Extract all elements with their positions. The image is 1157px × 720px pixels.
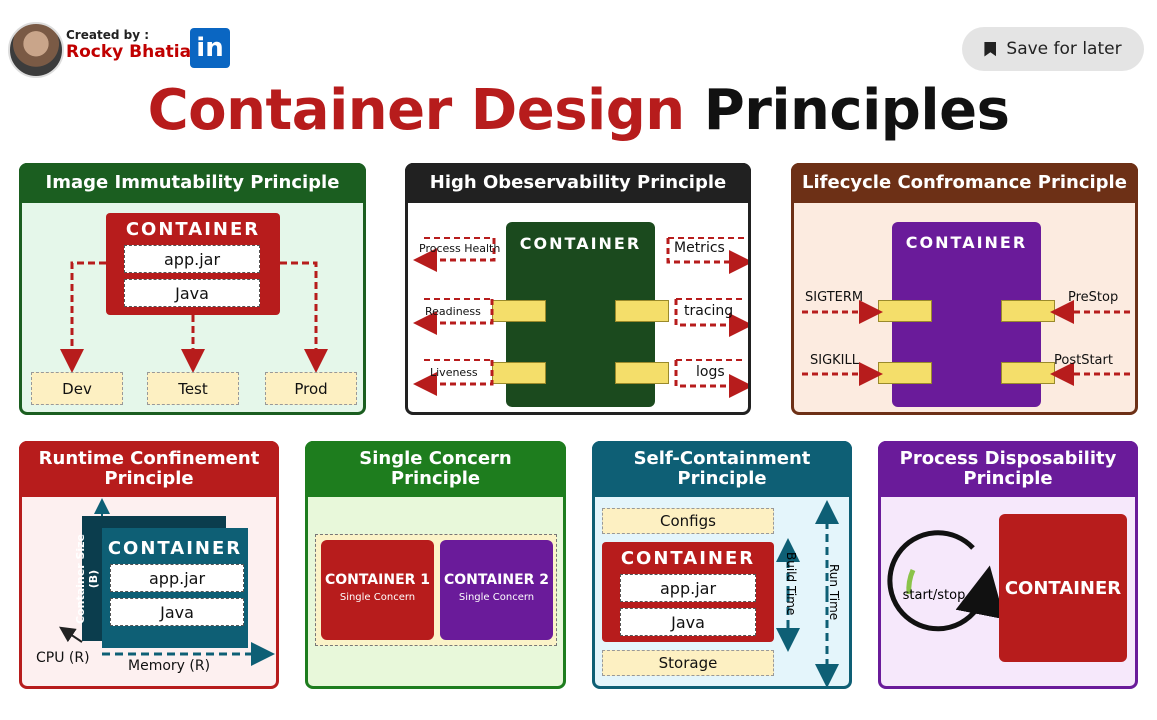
storage-box: Storage (602, 650, 774, 676)
env-test: Test (147, 372, 239, 405)
card-title: Runtime Confinement Principle (19, 441, 279, 497)
label-sigterm: SIGTERM (805, 290, 864, 305)
deploy-arrows (60, 261, 328, 373)
linkedin-icon[interactable]: in (190, 28, 230, 68)
container-2-sub: Single Concern (458, 592, 535, 603)
created-by-label: Created by : (66, 28, 149, 42)
build-time-label: Build Time (784, 552, 798, 615)
layer-java: Java (620, 608, 756, 636)
layer-app-jar: app.jar (124, 245, 260, 273)
save-for-later-label: Save for later (1006, 39, 1122, 59)
label-memory: Memory (R) (128, 658, 211, 674)
card-title: Process Disposability Principle (878, 441, 1138, 497)
container-2-label: CONTAINER 2 (443, 572, 550, 588)
port-right-logs (615, 362, 669, 384)
container-label: CONTAINER (519, 234, 642, 253)
time-arrows (776, 500, 839, 686)
port-right-tracing (615, 300, 669, 322)
bookmark-icon (984, 41, 997, 57)
label-metrics: Metrics (674, 240, 725, 256)
label-prestop: PreStop (1068, 290, 1119, 305)
env-prod: Prod (265, 372, 357, 405)
label-liveness: Liveness (430, 366, 478, 379)
card-high-observability: High Obeservability Principle CONTAINER … (405, 163, 751, 415)
label-poststart: PostStart (1054, 353, 1113, 368)
container-1-sub: Single Concern (339, 592, 416, 603)
card-title: Self-Containment Principle (592, 441, 852, 497)
layer-java: Java (124, 279, 260, 307)
container-2: CONTAINER 2 Single Concern (440, 540, 553, 640)
env-dev: Dev (31, 372, 123, 405)
page-title: Container Design Principles (0, 78, 1157, 143)
card-title: Image Immutability Principle (19, 163, 366, 203)
build-time-text: Build Time (784, 552, 798, 616)
hook-arrows (802, 300, 1130, 386)
run-time-text: Run Time (827, 564, 841, 621)
card-self-containment: Self-Containment Principle Configs CONTA… (592, 441, 852, 689)
container-box: CONTAINER (999, 514, 1127, 662)
card-runtime-confinement: Runtime Confinement Principle CONTAINER … (19, 441, 279, 689)
card-title: Single Concern Principle (305, 441, 566, 497)
card-title-line2: Principle (963, 468, 1053, 489)
layer-java: Java (110, 598, 244, 626)
card-title-line1: Self-Containment (633, 447, 811, 469)
card-process-disposability: Process Disposability Principle start/st… (878, 441, 1138, 689)
container-label: CONTAINER (125, 219, 261, 240)
container-1: CONTAINER 1 Single Concern (321, 540, 434, 640)
container-1-label: CONTAINER 1 (324, 572, 431, 588)
card-title-line2: Principle (390, 468, 481, 489)
card-title: Lifecycle Confromance Principle (791, 163, 1138, 203)
card-title-line1: Process Disposability (899, 447, 1117, 469)
card-lifecycle-conformance: Lifecycle Confromance Principle CONTAINE… (791, 163, 1138, 415)
card-title-line1: Single Concern (359, 447, 512, 469)
page-title-part2: Principles (703, 78, 1010, 143)
card-image-immutability: Image Immutability Principle CONTAINER a… (19, 163, 366, 415)
label-logs: logs (696, 364, 725, 380)
label-tracing: tracing (684, 303, 734, 319)
label-process-health: Process Health (419, 242, 501, 255)
label-readiness: Readiness (425, 305, 481, 318)
author-name[interactable]: Rocky Bhatia (66, 42, 192, 62)
card-single-concern: Single Concern Principle CONTAINER 1 Sin… (305, 441, 566, 689)
cycle-label: start/stop (902, 588, 966, 603)
configs-box: Configs (602, 508, 774, 534)
run-time-label: Run Time (827, 564, 841, 620)
layer-app-jar: app.jar (620, 574, 756, 602)
container-label: CONTAINER (905, 233, 1028, 252)
restart-cycle-icon (887, 530, 1005, 632)
resource-axes (59, 498, 275, 666)
label-cpu: CPU (R) (36, 650, 90, 666)
container-label: CONTAINER (620, 548, 756, 569)
card-title-line2: Principle (677, 468, 767, 489)
container-label: CONTAINER (1004, 577, 1122, 599)
author-avatar (8, 22, 64, 78)
card-title-line2: Principle (104, 468, 194, 489)
layer-app-jar: app.jar (110, 564, 244, 592)
save-for-later-button[interactable]: Save for later (962, 27, 1144, 71)
card-title-line1: Runtime Confinement (38, 447, 260, 469)
container-label: CONTAINER (107, 538, 243, 559)
signal-arrows (413, 237, 748, 398)
label-sigkill: SIGKILL (810, 353, 860, 368)
card-title: High Obeservability Principle (405, 163, 751, 203)
page-title-part1: Container Design (147, 78, 686, 143)
